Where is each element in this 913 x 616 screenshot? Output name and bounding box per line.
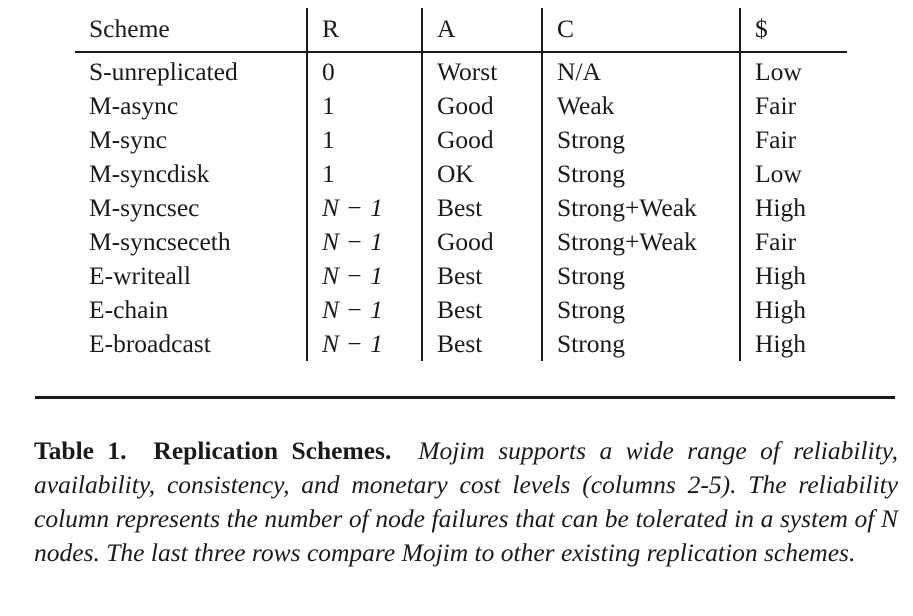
- math-expression: N − 1: [322, 227, 384, 256]
- cell-reliability: N − 1: [306, 259, 422, 293]
- caption-label: Table 1.: [34, 435, 127, 465]
- cell-consistency: Strong+Weak: [541, 225, 740, 259]
- table-header: Scheme R A C $: [75, 8, 847, 53]
- cell-reliability: N − 1: [306, 191, 422, 225]
- cell-cost: High: [739, 293, 847, 327]
- cell-consistency: Strong: [541, 157, 740, 191]
- cell-scheme: M-async: [89, 91, 179, 120]
- cell-cost: High: [739, 327, 847, 361]
- column-header-cost: $: [739, 8, 847, 53]
- column-header-consistency: C: [541, 8, 740, 53]
- cell-availability: Good: [421, 123, 542, 157]
- caption-body-part1: Mojim supports a wide range of reliabili…: [34, 435, 898, 533]
- caption-body-part2: nodes. The last three rows compare Mojim…: [34, 537, 856, 567]
- math-expression: N − 1: [322, 295, 384, 324]
- minus-sign: −: [340, 227, 370, 256]
- cell-cost: Fair: [739, 225, 847, 259]
- cell-consistency: Strong: [541, 293, 740, 327]
- cell-consistency: Strong+Weak: [541, 191, 740, 225]
- table-header-row: Scheme R A C $: [75, 8, 847, 53]
- cell-availability: Best: [421, 327, 542, 361]
- cell-availability: Best: [421, 259, 542, 293]
- cell-reliability: 0: [306, 52, 422, 89]
- math-expression: N − 1: [322, 261, 384, 290]
- cell-cost: Fair: [739, 89, 847, 123]
- cell-scheme: S-unreplicated: [89, 57, 238, 86]
- caption-title: Replication Schemes.: [153, 435, 392, 465]
- math-expression: N − 1: [322, 193, 384, 222]
- cell-reliability: 1: [306, 123, 422, 157]
- column-header-reliability: R: [306, 8, 422, 53]
- cell-availability: Good: [421, 225, 542, 259]
- caption-variable-n: N: [880, 503, 898, 533]
- cell-reliability: 1: [306, 157, 422, 191]
- cell-scheme: M-syncseceth: [89, 227, 231, 256]
- cell-cost: High: [739, 191, 847, 225]
- caption-spacer: [127, 436, 154, 465]
- cell-consistency: Weak: [541, 89, 740, 123]
- cell-cost: Low: [739, 52, 847, 89]
- cell-scheme: M-sync: [89, 125, 167, 154]
- minus-sign: −: [340, 193, 370, 222]
- cell-reliability: N − 1: [306, 225, 422, 259]
- cell-cost: Low: [739, 157, 847, 191]
- cell-availability: Best: [421, 191, 542, 225]
- cell-cost: High: [739, 259, 847, 293]
- cell-consistency: Strong: [541, 259, 740, 293]
- cell-availability: Best: [421, 293, 542, 327]
- minus-sign: −: [340, 295, 370, 324]
- math-expression: N − 1: [322, 329, 384, 358]
- cell-reliability: N − 1: [306, 293, 422, 327]
- cell-reliability: N − 1: [306, 327, 422, 361]
- column-header-scheme: Scheme: [75, 8, 307, 53]
- caption-divider-rule: [35, 396, 895, 399]
- minus-sign: −: [340, 261, 370, 290]
- cell-scheme: M-syncdisk: [89, 159, 210, 188]
- cell-consistency: Strong: [541, 327, 740, 361]
- cell-scheme: E-writeall: [89, 261, 191, 290]
- cell-reliability: 1: [306, 89, 422, 123]
- cell-scheme: M-syncsec: [89, 193, 200, 222]
- caption-gap: [391, 436, 418, 465]
- cell-availability: Worst: [421, 52, 542, 89]
- table-caption: Table 1. Replication Schemes. Mojim supp…: [34, 434, 898, 570]
- cell-scheme: E-chain: [89, 295, 169, 324]
- cell-consistency: N/A: [541, 52, 740, 89]
- cell-consistency: Strong: [541, 123, 740, 157]
- cell-cost: Fair: [739, 123, 847, 157]
- column-header-availability: A: [421, 8, 542, 53]
- cell-availability: OK: [421, 157, 542, 191]
- cell-scheme: E-broadcast: [89, 329, 211, 358]
- minus-sign: −: [340, 329, 370, 358]
- cell-availability: Good: [421, 89, 542, 123]
